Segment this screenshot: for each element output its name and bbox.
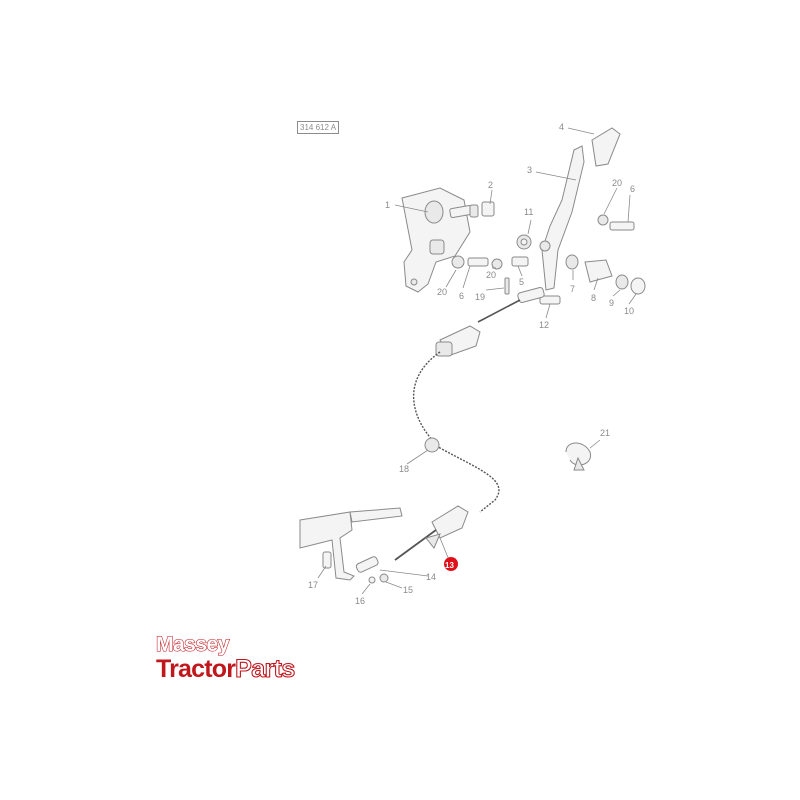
control-cable bbox=[413, 351, 500, 513]
leader-lines bbox=[317, 127, 637, 595]
logo-word-tractor: Tractor bbox=[156, 655, 236, 683]
callout-8: 8 bbox=[591, 293, 596, 303]
callout-11: 11 bbox=[524, 207, 533, 217]
callout-10: 10 bbox=[624, 306, 634, 316]
callout-6-left: 6 bbox=[459, 291, 464, 301]
callouts: 1 2 3 4 5 6 6 7 8 9 10 11 12 13 14 15 16… bbox=[308, 122, 635, 606]
callout-7: 7 bbox=[570, 284, 575, 294]
callout-20-mid: 20 bbox=[486, 270, 496, 280]
callout-4: 4 bbox=[559, 122, 564, 132]
callout-20-right: 20 bbox=[612, 178, 622, 188]
callout-19: 19 bbox=[475, 292, 485, 302]
callout-15: 15 bbox=[403, 585, 413, 595]
cable-clip bbox=[565, 442, 592, 471]
callout-20-left: 20 bbox=[437, 287, 447, 297]
reference-code-label: 314 612 A bbox=[297, 121, 340, 134]
fasteners-right bbox=[539, 214, 646, 305]
callout-21: 21 bbox=[600, 428, 610, 438]
logo-line-2: TractorParts bbox=[156, 655, 296, 686]
callout-13: 13 bbox=[445, 561, 454, 570]
massey-tractor-parts-logo: Massey TractorParts bbox=[155, 633, 296, 686]
callout-1: 1 bbox=[385, 200, 390, 210]
callout-16: 16 bbox=[355, 596, 365, 606]
callout-13-highlight: 13 bbox=[444, 557, 458, 571]
fasteners-upper bbox=[449, 201, 532, 295]
callout-3: 3 bbox=[527, 165, 532, 175]
callout-17: 17 bbox=[308, 580, 318, 590]
callout-18: 18 bbox=[399, 464, 409, 474]
callout-2: 2 bbox=[488, 180, 493, 190]
callout-12: 12 bbox=[539, 320, 549, 330]
mounting-bracket bbox=[401, 187, 471, 293]
callout-6-right: 6 bbox=[630, 184, 635, 194]
highlight-marker bbox=[444, 557, 458, 571]
logo-word-parts: Parts bbox=[235, 655, 296, 683]
callout-14: 14 bbox=[426, 572, 436, 582]
lower-frame bbox=[299, 437, 440, 584]
cable-lower-end bbox=[394, 505, 469, 561]
cable-upper-end bbox=[435, 286, 545, 357]
pedal-lever bbox=[539, 127, 621, 291]
callout-9: 9 bbox=[609, 298, 614, 308]
callout-5: 5 bbox=[519, 277, 524, 287]
logo-line-massey: Massey bbox=[155, 633, 229, 656]
